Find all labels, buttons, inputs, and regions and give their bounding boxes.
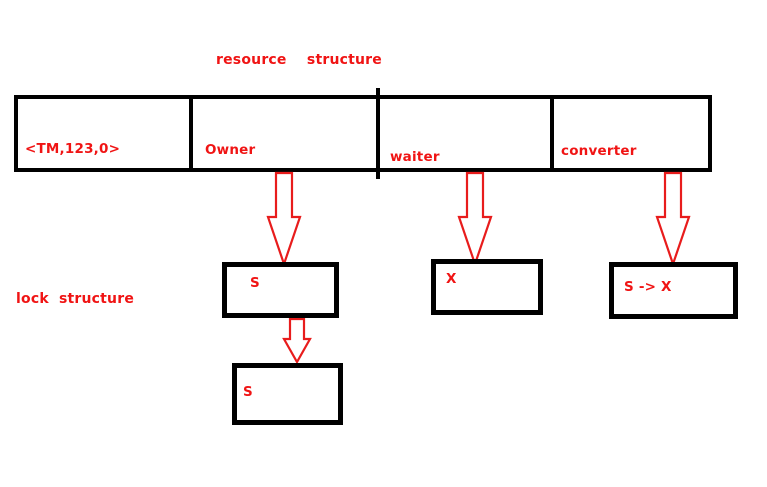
lock-box-s-to-x — [609, 262, 738, 319]
lock-box-x — [431, 259, 543, 315]
table-cell-converter: converter — [561, 143, 637, 159]
table-divider-2 — [376, 88, 380, 179]
table-cell-waiter: waiter — [390, 149, 440, 165]
table-cell-tm: <TM,123,0> — [25, 141, 121, 157]
lock-box-s-bottom-label: S — [243, 384, 253, 400]
lock-box-s-to-x-label: S -> X — [624, 279, 672, 295]
arrow-converter-to-s-x-icon — [655, 171, 691, 268]
lock-box-s-top — [222, 262, 339, 318]
resource-structure-title: resource structure — [216, 52, 382, 68]
resource-structure-table — [14, 95, 712, 172]
arrow-waiter-to-x-icon — [457, 171, 493, 268]
table-divider-3 — [550, 95, 554, 172]
lock-box-s-top-label: S — [250, 275, 260, 291]
lock-box-s-bottom — [232, 363, 343, 425]
arrow-s-to-s-icon — [282, 317, 312, 365]
table-cell-owner: Owner — [205, 142, 256, 158]
table-divider-1 — [189, 95, 193, 172]
lock-box-x-label: X — [446, 271, 457, 287]
arrow-owner-to-s-icon — [266, 171, 302, 268]
lock-structure-title: lock structure — [16, 291, 135, 307]
